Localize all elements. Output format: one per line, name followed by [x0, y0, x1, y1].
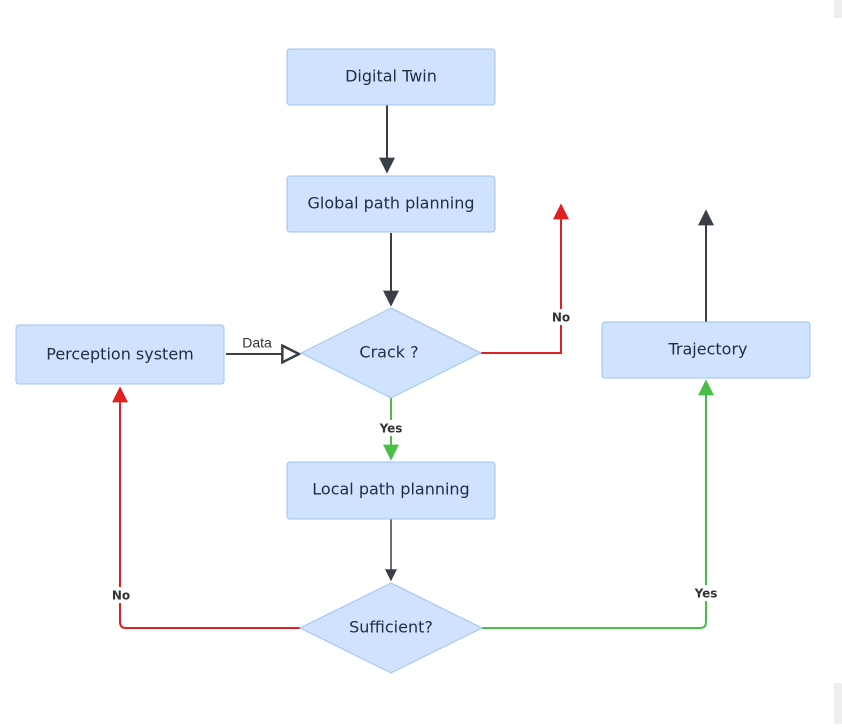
node-digital-twin: Digital Twin: [286, 48, 496, 106]
edge-label-data: Data: [242, 335, 272, 351]
node-crack-decision-label: Crack ?: [359, 343, 418, 362]
edge-crack-no-to-global: [481, 203, 569, 354]
node-perception-system: Perception system: [15, 324, 225, 385]
edge-label-crack-yes: Yes: [379, 422, 403, 436]
node-digital-twin-label: Digital Twin: [345, 67, 437, 86]
edge-label-sufficient-no-bg: [108, 587, 134, 603]
edge-label-sufficient-yes: Yes: [694, 587, 718, 601]
node-trajectory-label: Trajectory: [668, 340, 748, 359]
edge-label-sufficient-no: No: [112, 589, 130, 603]
edge-sufficient-no-to-perception: [112, 386, 300, 629]
node-global-path-planning-label: Global path planning: [307, 194, 474, 213]
node-local-path-planning: Local path planning: [286, 461, 496, 520]
node-trajectory: Trajectory: [601, 321, 811, 379]
edge-sufficient-yes-to-trajectory: [482, 379, 714, 629]
node-perception-system-label: Perception system: [46, 345, 194, 364]
scrollbar-track-bottom: [834, 683, 842, 724]
edge-label-crack-no: No: [552, 311, 570, 325]
edge-label-sufficient-yes-bg: [691, 585, 721, 601]
node-global-path-planning: Global path planning: [286, 175, 496, 233]
node-sufficient-decision-label: Sufficient?: [349, 618, 433, 637]
node-local-path-planning-label: Local path planning: [312, 480, 469, 499]
edge-label-crack-no-bg: [548, 309, 574, 325]
scrollbar-track-top: [834, 0, 842, 18]
node-sufficient-decision: Sufficient?: [298, 582, 484, 674]
node-crack-decision: Crack ?: [299, 307, 483, 399]
edge-label-crack-yes-bg: [376, 420, 406, 436]
